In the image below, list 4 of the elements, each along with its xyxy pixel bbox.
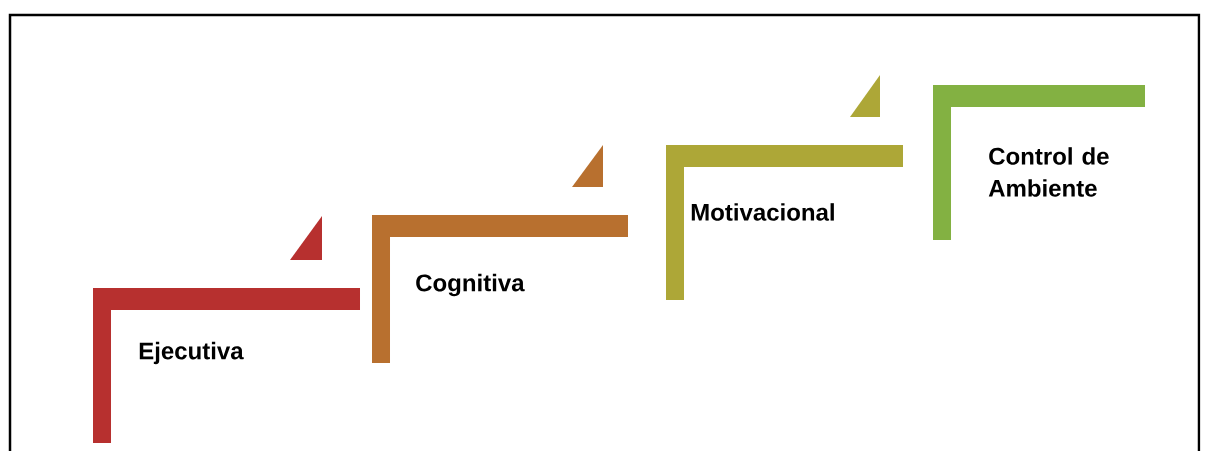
- step-label: Cognitiva: [416, 273, 525, 297]
- step-label: Ejecutiva: [139, 341, 244, 365]
- step-label: Control de Ambiente: [988, 147, 1109, 197]
- step-label: Motivacional: [691, 203, 834, 221]
